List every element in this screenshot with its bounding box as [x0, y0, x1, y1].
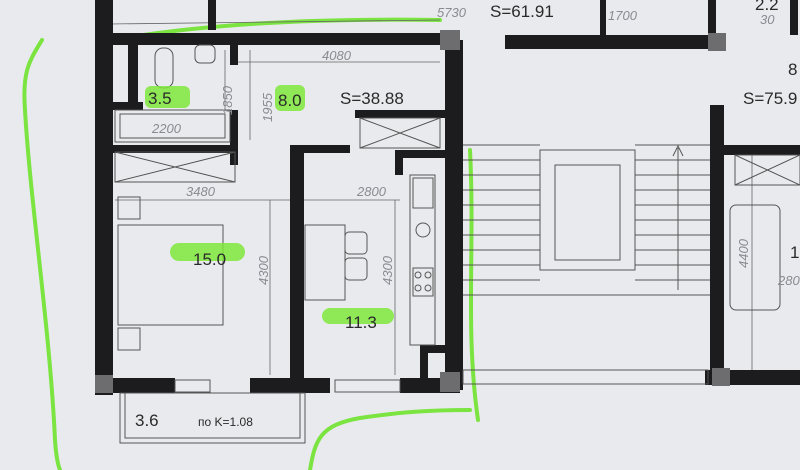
marker-stroke-right [468, 148, 480, 422]
area-bedroom: 15.0 [193, 250, 226, 269]
dim-kitchen-width: 2800 [356, 184, 387, 199]
walls [95, 0, 800, 395]
dim-bedroom-height: 4300 [256, 255, 271, 285]
area-kitchen: 11.3 [345, 313, 377, 332]
dimension-lines [109, 19, 753, 375]
bathtub [114, 109, 231, 143]
dim-right-room-width: 280 [777, 273, 800, 288]
cooktop-single [415, 222, 431, 238]
area-right-hall: 8 [788, 60, 797, 79]
dim-bath-height: 1850 [220, 85, 235, 115]
kitchen-sink [412, 177, 434, 209]
dim-bedroom-width: 3480 [186, 184, 216, 199]
stairs [463, 144, 710, 296]
area-total-right: S=75.9 [743, 89, 797, 108]
area-top: S=61.91 [490, 2, 554, 21]
marker-stroke-bottom [308, 408, 472, 470]
bed [117, 224, 224, 326]
dim-bath-width: 2200 [151, 121, 182, 136]
area-right-top: 2.2 [755, 0, 779, 14]
nightstand-top [117, 196, 141, 220]
sink [194, 44, 216, 64]
kitchen-counter [409, 174, 436, 346]
wardrobe [114, 151, 236, 183]
area-balcony: 3.6 [135, 411, 159, 430]
highlight-15-0 [170, 243, 245, 261]
dim-right-room-height: 4400 [736, 238, 751, 268]
area-hallway: 8.0 [278, 91, 302, 110]
area-right-room: 1 [790, 243, 799, 262]
dining-table [304, 224, 346, 301]
highlight-8-0 [275, 85, 305, 111]
area-total-main: S=38.88 [340, 89, 404, 108]
balcony-coefficient: по K=1.08 [198, 415, 253, 429]
dim-top-right-b: 30 [760, 12, 775, 27]
windows [119, 369, 709, 444]
nightstand-bottom [117, 327, 141, 351]
dim-hall-height: 1955 [260, 92, 275, 122]
elevator-shaft [539, 149, 636, 271]
highlight-11-3 [322, 308, 394, 324]
dim-top: 5730 [437, 5, 467, 20]
toilet [154, 47, 174, 89]
area-bathroom: 3.5 [148, 89, 172, 108]
dim-kitchen-height: 4300 [380, 255, 395, 285]
dim-top-right-a: 1700 [608, 8, 638, 23]
fixtures [114, 44, 800, 351]
stove [412, 267, 434, 297]
dim-hall-width: 4080 [322, 48, 352, 63]
right-room-furniture [729, 204, 781, 311]
highlight-3-5 [145, 86, 190, 108]
marker-stroke-left [22, 38, 62, 470]
closet [359, 117, 441, 149]
